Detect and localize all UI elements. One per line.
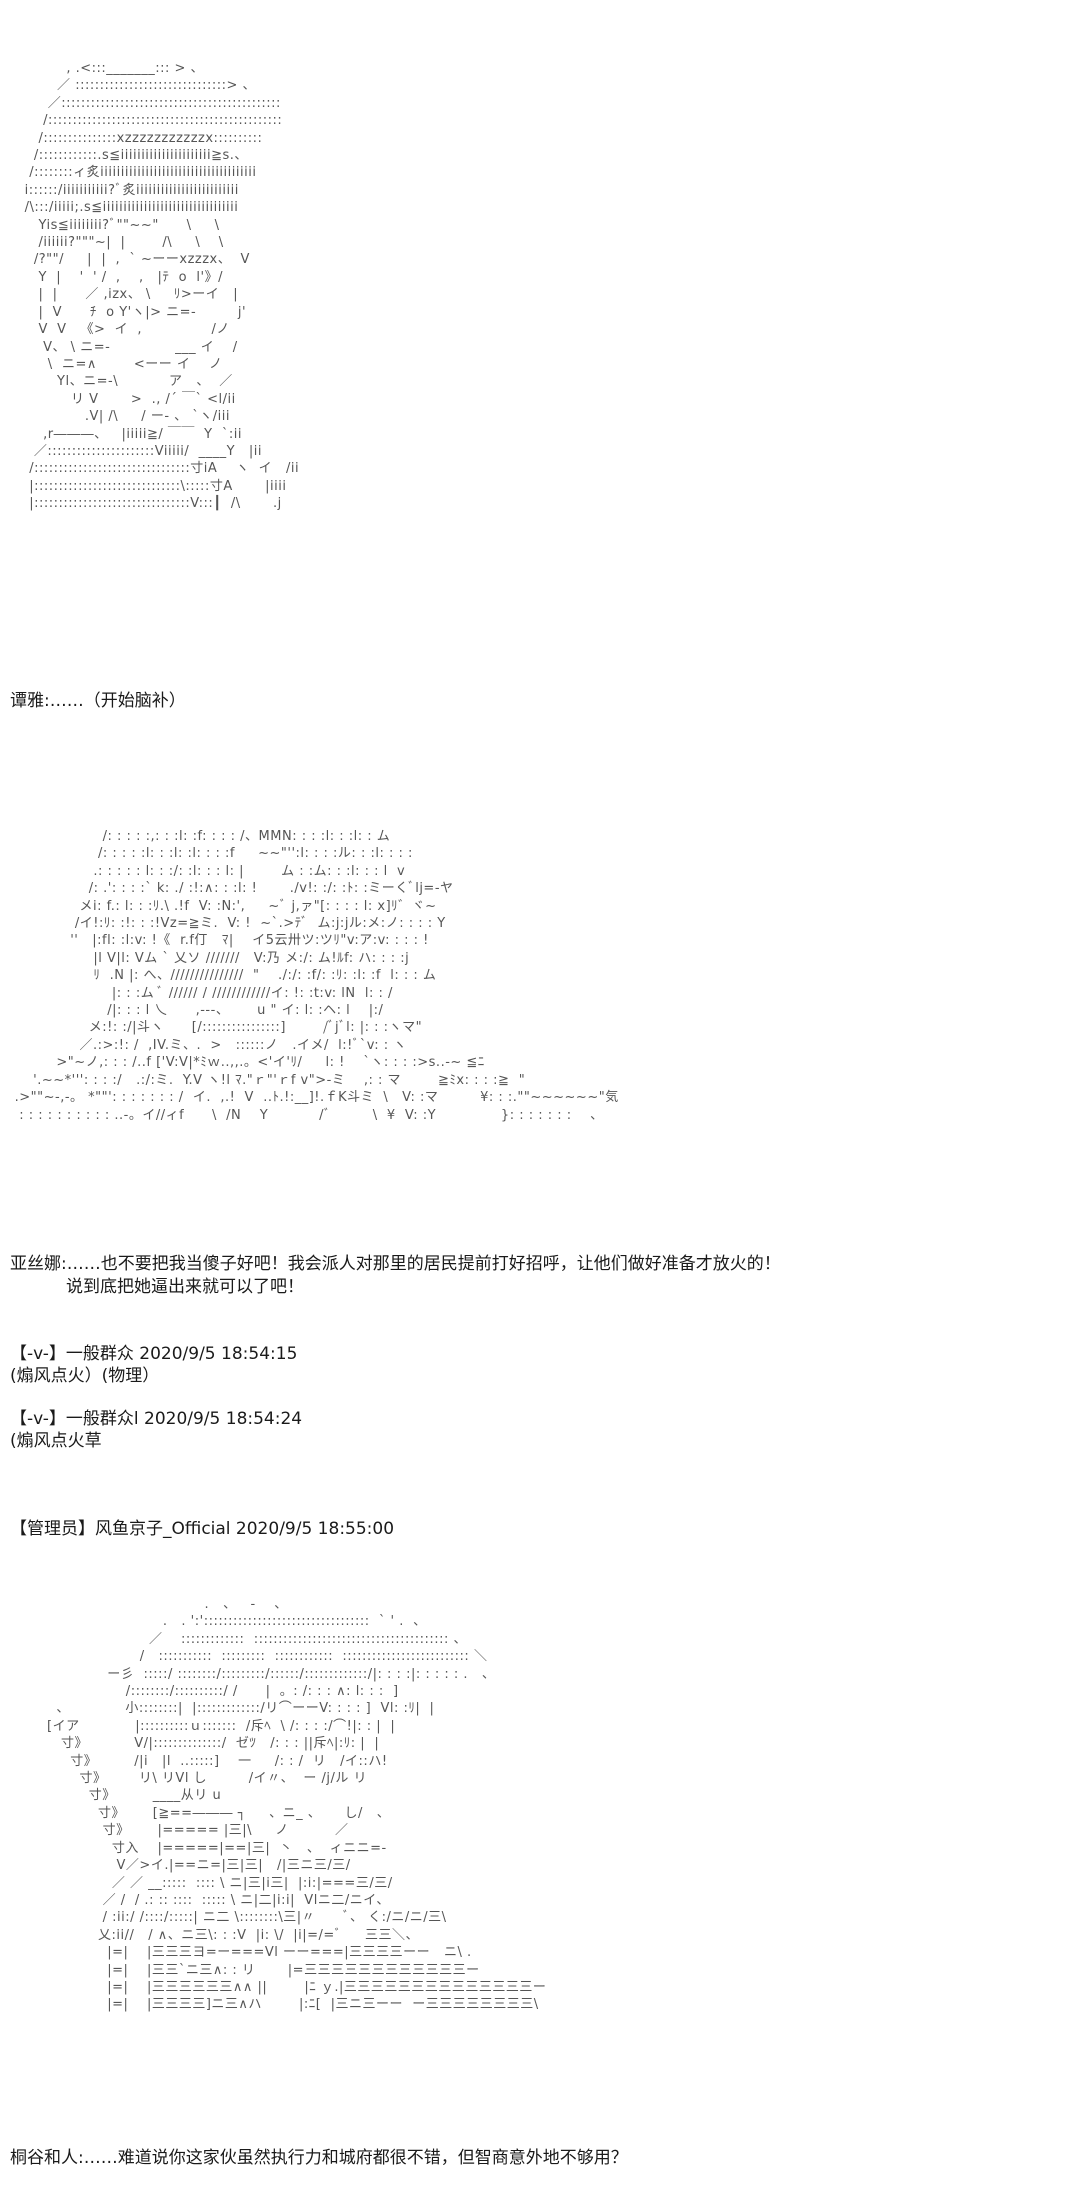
dialogue-tanya: 谭雅:……（开始脑补） <box>10 691 186 711</box>
comment-1-body: (煽风点火）(物理） <box>10 1366 160 1386</box>
dialogue-kirito: 桐谷和人:……难道说你这家伙虽然执行力和城府都很不错，但智商意外地不够用？ <box>10 2148 628 2168</box>
ascii-art-asuna: /: : : : :,: : :l: :f: : : : /、MMN: : : … <box>14 829 619 1123</box>
comment-2-header: 【-v-】一般群众l 2020/9/5 18:54:24 <box>10 1409 303 1429</box>
ascii-art-kirito-sword: . 、 - 、 . . ':':::::::::::::::::::::::::… <box>47 1597 547 2013</box>
comment-1-header: 【-v-】一般群众 2020/9/5 18:54:15 <box>10 1344 298 1364</box>
ascii-art-kirito-portrait: , .<:::_______::: > 、 ／ ::::::::::::::::… <box>24 61 300 512</box>
dialogue-asuna-line2: 说到底把她逼出来就可以了吧！ <box>66 1277 304 1297</box>
admin-post-header: 【管理员】风鱼京子_Official 2020/9/5 18:55:00 <box>10 1519 395 1539</box>
dialogue-asuna-line1: 亚丝娜:……也不要把我当傻子好吧！我会派人对那里的居民提前打好招呼，让他们做好准… <box>10 1254 781 1274</box>
comment-2-body: (煽风点火草 <box>10 1431 102 1451</box>
